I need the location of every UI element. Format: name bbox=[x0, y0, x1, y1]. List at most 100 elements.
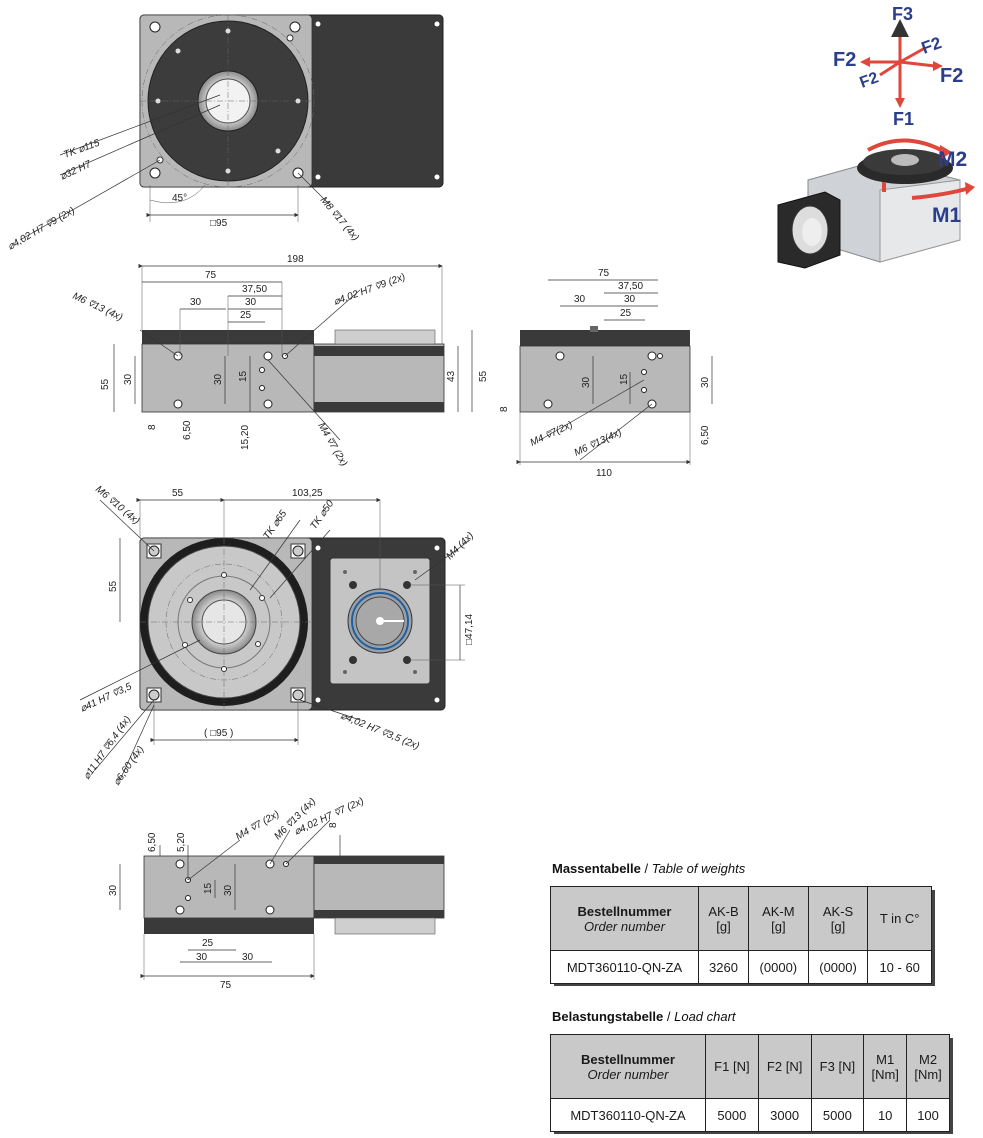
table-row: MDT360110-QN-ZA 5000 3000 5000 10 100 bbox=[550, 1098, 950, 1132]
h55r-side-label: 55 bbox=[478, 370, 489, 382]
w25-end-label: 25 bbox=[620, 308, 632, 319]
d402-bottom-label: ⌀4,02 H7 ⩢3,5 (2x) bbox=[339, 711, 421, 753]
d402-top-label: ⌀4,02 H7 ⩢9 (2x) bbox=[6, 205, 77, 252]
b1520-side-label: 15,20 bbox=[240, 425, 251, 450]
force-diagram bbox=[860, 19, 943, 108]
f2-lower-left-label: F2 bbox=[858, 69, 881, 91]
weights-temp-cell: 10 - 60 bbox=[867, 950, 932, 984]
h43-side-label: 43 bbox=[446, 370, 457, 382]
weights-header-akm: AK-M[g] bbox=[748, 886, 809, 951]
loads-title-en: Load chart bbox=[674, 1009, 736, 1024]
h650-end-label: 6,50 bbox=[700, 425, 711, 445]
lower-view bbox=[119, 819, 445, 980]
tk65-label: TK ⌀65 bbox=[261, 508, 289, 541]
w30-lower-label: 30 bbox=[196, 952, 208, 963]
h30b-lower-label: 30 bbox=[223, 884, 234, 896]
loads-f3-cell: 5000 bbox=[810, 1098, 865, 1132]
loads-m1-cell: 10 bbox=[863, 1098, 908, 1132]
loads-f2-cell: 3000 bbox=[757, 1098, 812, 1132]
weights-header-order-de: Bestellnummer bbox=[577, 903, 672, 919]
weights-header-order: Bestellnummer Order number bbox=[550, 886, 699, 951]
w3750-side-label: 37,50 bbox=[242, 284, 267, 295]
product-render bbox=[777, 138, 975, 269]
loads-header-order: Bestellnummer Order number bbox=[550, 1034, 706, 1099]
weights-header-aks: AK-S[g] bbox=[807, 886, 869, 951]
m1-label: M1 bbox=[932, 204, 961, 227]
bottom-view bbox=[79, 497, 471, 781]
weights-header-aks-unit: [g] bbox=[830, 918, 846, 934]
weights-akb-cell: 3260 bbox=[698, 950, 749, 984]
weights-akm-cell: (0000) bbox=[748, 950, 809, 984]
end-view bbox=[516, 279, 713, 465]
weights-header-akb: AK-B[g] bbox=[698, 886, 749, 951]
loads-table: Bestellnummer Order number F1 [N] F2 [N]… bbox=[550, 1034, 950, 1132]
w30-end-label: 30 bbox=[574, 294, 586, 305]
loads-caption: Belastungstabelle / Load chart bbox=[552, 1009, 736, 1024]
m2-label: M2 bbox=[938, 148, 967, 171]
weights-title-de: Massentabelle bbox=[552, 861, 641, 876]
h15-lower-label: 15 bbox=[203, 882, 214, 894]
f2-left-label: F2 bbox=[833, 49, 856, 71]
w198-label: 198 bbox=[287, 254, 304, 265]
w55-bottom-label: 55 bbox=[172, 488, 184, 499]
angle-label: 45° bbox=[172, 193, 187, 204]
h15-side-label: 15 bbox=[238, 370, 249, 382]
h8-end-label: 8 bbox=[499, 406, 510, 412]
b8-side-label: 8 bbox=[147, 424, 158, 430]
w30b-side-label: 30 bbox=[245, 297, 257, 308]
weights-order-cell: MDT360110-QN-ZA bbox=[550, 950, 699, 984]
h30-end-label: 30 bbox=[581, 376, 592, 388]
weights-header-akm-name: AK-M bbox=[762, 903, 795, 919]
loads-header-m1-name: M1 bbox=[876, 1051, 895, 1067]
side-view bbox=[113, 263, 473, 441]
m8-label: M8 ⩢17 (4x) bbox=[318, 195, 361, 243]
h55-side-label: 55 bbox=[100, 378, 111, 390]
weights-aks-cell: (0000) bbox=[807, 950, 869, 984]
top-view bbox=[19, 14, 444, 241]
d660-label: ⌀6,60 (4x) bbox=[111, 744, 146, 788]
h55-bottom-label: 55 bbox=[108, 580, 119, 592]
w75-end-label: 75 bbox=[598, 268, 610, 279]
weights-title-en: Table of weights bbox=[651, 861, 746, 876]
loads-header-f1: F1 [N] bbox=[705, 1034, 759, 1099]
tk50-label: TK ⌀50 bbox=[308, 498, 336, 531]
w30b-end-label: 30 bbox=[624, 294, 636, 305]
weights-header-akb-name: AK-B bbox=[708, 903, 739, 919]
h15-end-label: 15 bbox=[619, 373, 630, 385]
f3-label: F3 bbox=[892, 4, 913, 24]
weights-header-order-en: Order number bbox=[584, 918, 665, 934]
w30b-lower-label: 30 bbox=[242, 952, 254, 963]
w30-side-label: 30 bbox=[190, 297, 202, 308]
d402-side-label: ⌀4,02 H7 ⩢9 (2x) bbox=[332, 272, 407, 308]
v520-label: 5,20 bbox=[176, 832, 187, 852]
loads-header-f3: F3 [N] bbox=[810, 1034, 865, 1099]
m6-end-label: M6 ⩢13(4x) bbox=[573, 427, 624, 459]
loads-title-de: Belastungstabelle bbox=[552, 1009, 664, 1024]
m6-side-label: M6 ⩢13 (4x) bbox=[71, 291, 124, 324]
w75-lower-label: 75 bbox=[220, 980, 232, 991]
h30r-end-label: 30 bbox=[700, 376, 711, 388]
loads-f1-cell: 5000 bbox=[705, 1098, 759, 1132]
d32-label: ⌀32 H7 bbox=[59, 159, 94, 183]
w3750-end-label: 37,50 bbox=[618, 281, 643, 292]
loads-header-order-de: Bestellnummer bbox=[581, 1051, 675, 1067]
v8-label: 8 bbox=[328, 822, 339, 828]
table-row: MDT360110-QN-ZA 3260 (0000) (0000) 10 - … bbox=[550, 950, 932, 984]
loads-header-m1-unit: [Nm] bbox=[871, 1066, 899, 1082]
h30b-side-label: 30 bbox=[213, 373, 224, 385]
tk115-label: TK ⌀115 bbox=[62, 138, 101, 161]
w10325-label: 103,25 bbox=[292, 488, 323, 499]
sq95-top-label: □95 bbox=[210, 218, 228, 229]
d41-label: ⌀41 H7 ⩢3,5 bbox=[79, 681, 134, 715]
loads-header-m1: M1[Nm] bbox=[863, 1034, 908, 1099]
h30-side-label: 30 bbox=[123, 373, 134, 385]
w110-label: 110 bbox=[596, 468, 612, 479]
f1-label: F1 bbox=[893, 109, 914, 129]
weights-header-akb-unit: [g] bbox=[716, 918, 731, 934]
loads-order-cell: MDT360110-QN-ZA bbox=[550, 1098, 706, 1132]
weights-separator: / bbox=[640, 861, 652, 876]
w25-lower-label: 25 bbox=[202, 938, 214, 949]
weights-header-aks-name: AK-S bbox=[822, 903, 854, 919]
loads-header-m2-unit: [Nm] bbox=[914, 1066, 942, 1082]
v650-label: 6,50 bbox=[147, 832, 158, 852]
